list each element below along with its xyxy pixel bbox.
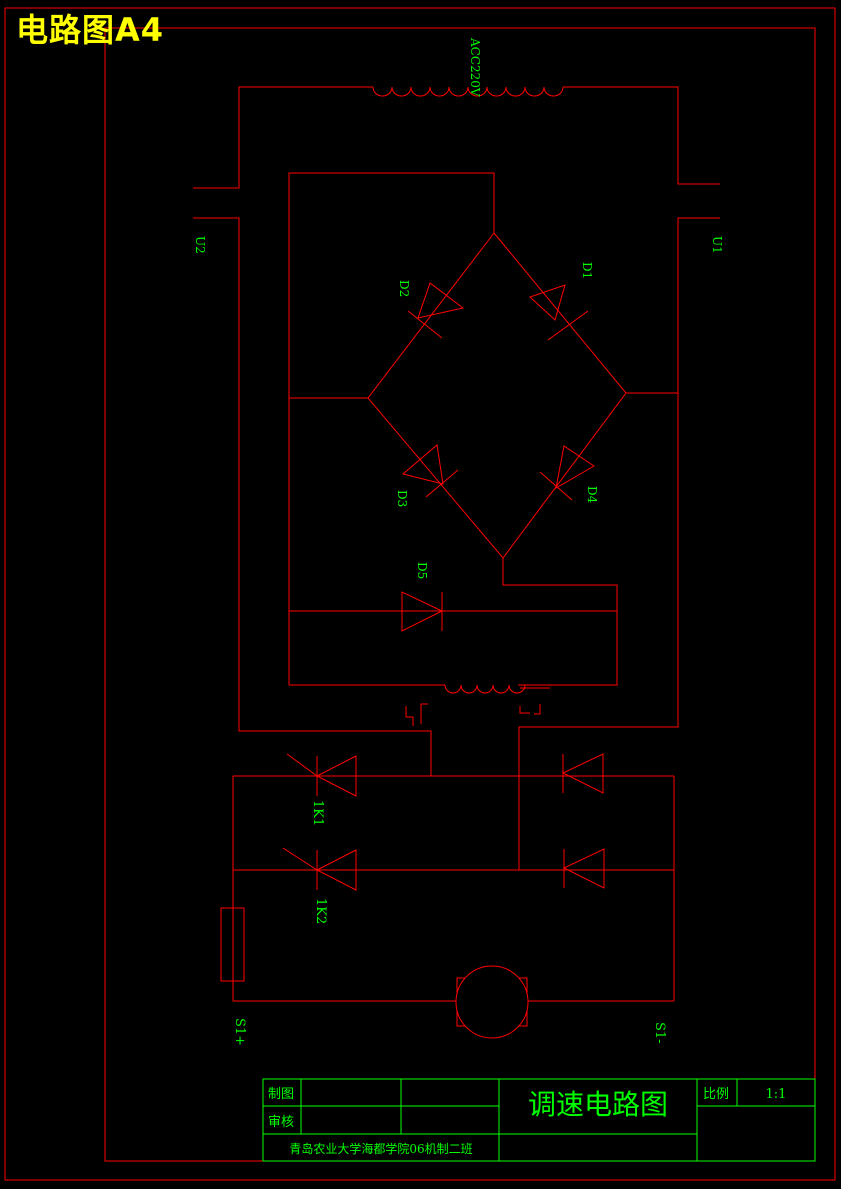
diode-d4 — [539, 445, 595, 501]
s-plus-label: S1+ — [232, 1018, 247, 1046]
diode-d3 — [401, 444, 459, 498]
scale-value: 1:1 — [766, 1087, 787, 1102]
thyristor-1k2 — [282, 847, 357, 891]
d5-label: D5 — [415, 562, 429, 579]
scale-label: 比例 — [703, 1087, 729, 1102]
field-resistor — [220, 907, 245, 982]
s-minus-label: S1- — [652, 1022, 667, 1044]
diode-d5 — [401, 591, 444, 632]
diode-right-upper — [561, 753, 604, 794]
k1-label: 1K1 — [310, 800, 325, 826]
choke-coil — [405, 684, 550, 726]
transformer-label: ACC220V — [468, 37, 482, 97]
drawn-by-label: 制图 — [268, 1087, 294, 1102]
school-name: 青岛农业大学海都学院06机制二班 — [289, 1141, 472, 1156]
diode-right-lower — [562, 848, 605, 889]
d3-label: D3 — [395, 490, 409, 507]
d4-label: D4 — [585, 486, 599, 504]
diode-d2 — [407, 282, 465, 339]
d2-label: D2 — [397, 280, 411, 297]
title-block — [262, 1078, 816, 1162]
d1-label: D1 — [580, 262, 594, 279]
u1-label: U1 — [710, 236, 724, 254]
motor — [455, 965, 529, 1039]
diode-d1 — [529, 284, 589, 341]
k2-label: 1K2 — [313, 898, 328, 924]
thyristor-1k1 — [286, 753, 357, 797]
drawing-name: 调速电路图 — [528, 1088, 668, 1121]
thyristor-bridge — [232, 775, 675, 1002]
rectifier-bridge — [288, 172, 678, 686]
page-title: 电路图A4 — [16, 11, 165, 49]
transformer-circuit — [193, 86, 720, 776]
checked-by-label: 审核 — [268, 1115, 294, 1130]
u2-label: U2 — [193, 236, 207, 254]
transformer-coil — [372, 86, 564, 97]
